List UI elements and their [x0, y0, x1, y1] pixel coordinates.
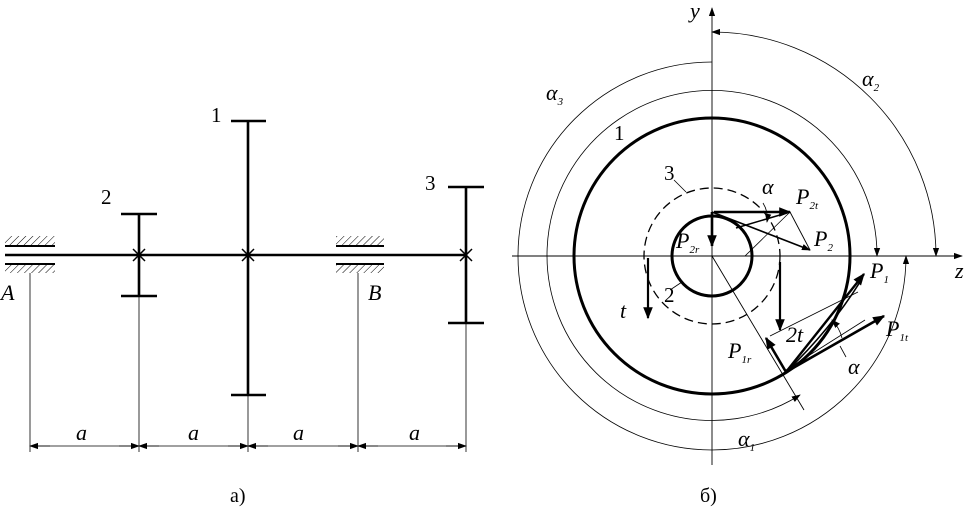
support-b-label: B	[368, 280, 381, 305]
support-b-bearing	[336, 236, 384, 273]
dimension-extension-lines	[29, 273, 467, 452]
alpha3-label: α3	[546, 80, 564, 108]
gear-3-label: 3	[425, 171, 436, 195]
p1-curve	[785, 281, 861, 373]
alpha2-label: α2	[862, 66, 880, 94]
gear-2-label: 2	[101, 185, 112, 209]
p1-arrow	[785, 273, 865, 373]
alpha2-arc	[711, 28, 940, 257]
p1r-label: P1r	[727, 338, 752, 366]
span-label-3: a	[293, 420, 304, 445]
circle-1-label: 1	[614, 121, 625, 145]
tangent-2t-label: 2t	[786, 322, 804, 347]
circle-2-leader	[669, 281, 683, 291]
figure-a: A B 1 2 3 a a a a а)	[0, 103, 484, 507]
p2-label: P2	[813, 226, 833, 254]
support-a-bearing	[5, 236, 55, 273]
p1r-arrow	[764, 336, 788, 373]
p2-arrow	[711, 211, 811, 251]
gear-3-cross	[459, 248, 473, 262]
z-axis-label: z	[954, 258, 964, 283]
circle-3-label: 3	[664, 161, 675, 185]
gear-1-symbol	[231, 119, 266, 397]
caption-a: а)	[230, 485, 246, 507]
p2-alpha-arc	[762, 202, 772, 223]
support-a-label: A	[0, 280, 15, 305]
p1-label: P1	[869, 258, 889, 286]
p1-alpha-arc	[831, 319, 843, 339]
figure-b: y z 1 3 2 α2 α3 α1 α P2t P	[512, 0, 964, 507]
span-label-2: a	[188, 420, 199, 445]
circle-3-leader	[673, 179, 687, 193]
p2-alpha-label: α	[762, 174, 774, 199]
tangent-line-2t-end	[785, 319, 866, 371]
p1t-arrow	[785, 314, 886, 374]
alpha1-label: α1	[738, 426, 755, 454]
p2-resultant-rect-side	[789, 211, 811, 251]
y-axis-label: y	[688, 0, 700, 23]
circle-2-label: 2	[664, 283, 675, 307]
gear-2-cross	[132, 248, 146, 262]
radial-line-p1	[711, 255, 805, 411]
caption-b: б)	[700, 485, 717, 507]
p2r-label: P2r	[675, 228, 700, 256]
tangent-t-label: t	[620, 298, 627, 323]
p2-alpha-line	[744, 211, 791, 257]
p1-alpha-label: α	[848, 354, 860, 379]
gear-1-label: 1	[211, 103, 222, 127]
gear-1-cross	[241, 248, 255, 262]
span-label-1: a	[76, 420, 87, 445]
p1t-label: P1t	[885, 316, 909, 344]
p2-alpha-line-2	[735, 211, 791, 229]
alpha1-arc	[546, 90, 881, 421]
p2t-label: P2t	[795, 184, 819, 212]
p1-alpha-leader	[839, 345, 847, 358]
span-label-4: a	[409, 420, 420, 445]
